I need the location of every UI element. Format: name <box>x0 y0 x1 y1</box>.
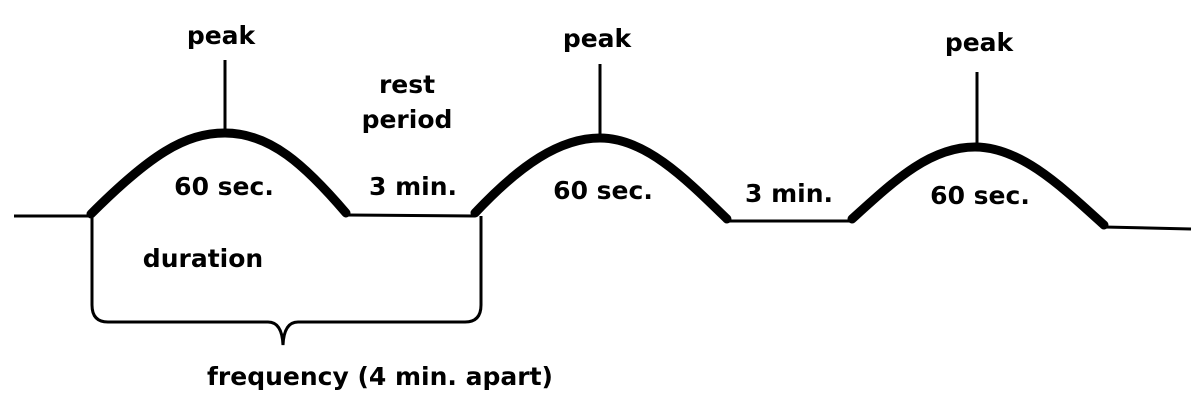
peak-label-2: peak <box>563 24 633 53</box>
baseline-rest-1 <box>345 213 476 218</box>
frequency-brace <box>90 216 483 346</box>
duration-value-3: 60 sec. <box>930 181 1030 210</box>
baseline-right <box>1103 225 1192 231</box>
baseline-segments <box>14 213 1192 231</box>
rest-period-label-line2: period <box>362 105 453 134</box>
rest-period-label-line1: rest <box>379 70 435 99</box>
duration-value-1: 60 sec. <box>174 172 274 201</box>
duration-value-2: 60 sec. <box>553 176 653 205</box>
contraction-curve-3 <box>847 142 1109 230</box>
frequency-label: frequency (4 min. apart) <box>207 362 553 391</box>
duration-label: duration <box>143 244 263 273</box>
peak-label-1: peak <box>187 21 257 50</box>
rest-value-1: 3 min. <box>369 172 457 201</box>
rest-value-2: 3 min. <box>745 179 833 208</box>
peak-label-3: peak <box>945 28 1015 57</box>
peak-markers <box>223 60 979 147</box>
